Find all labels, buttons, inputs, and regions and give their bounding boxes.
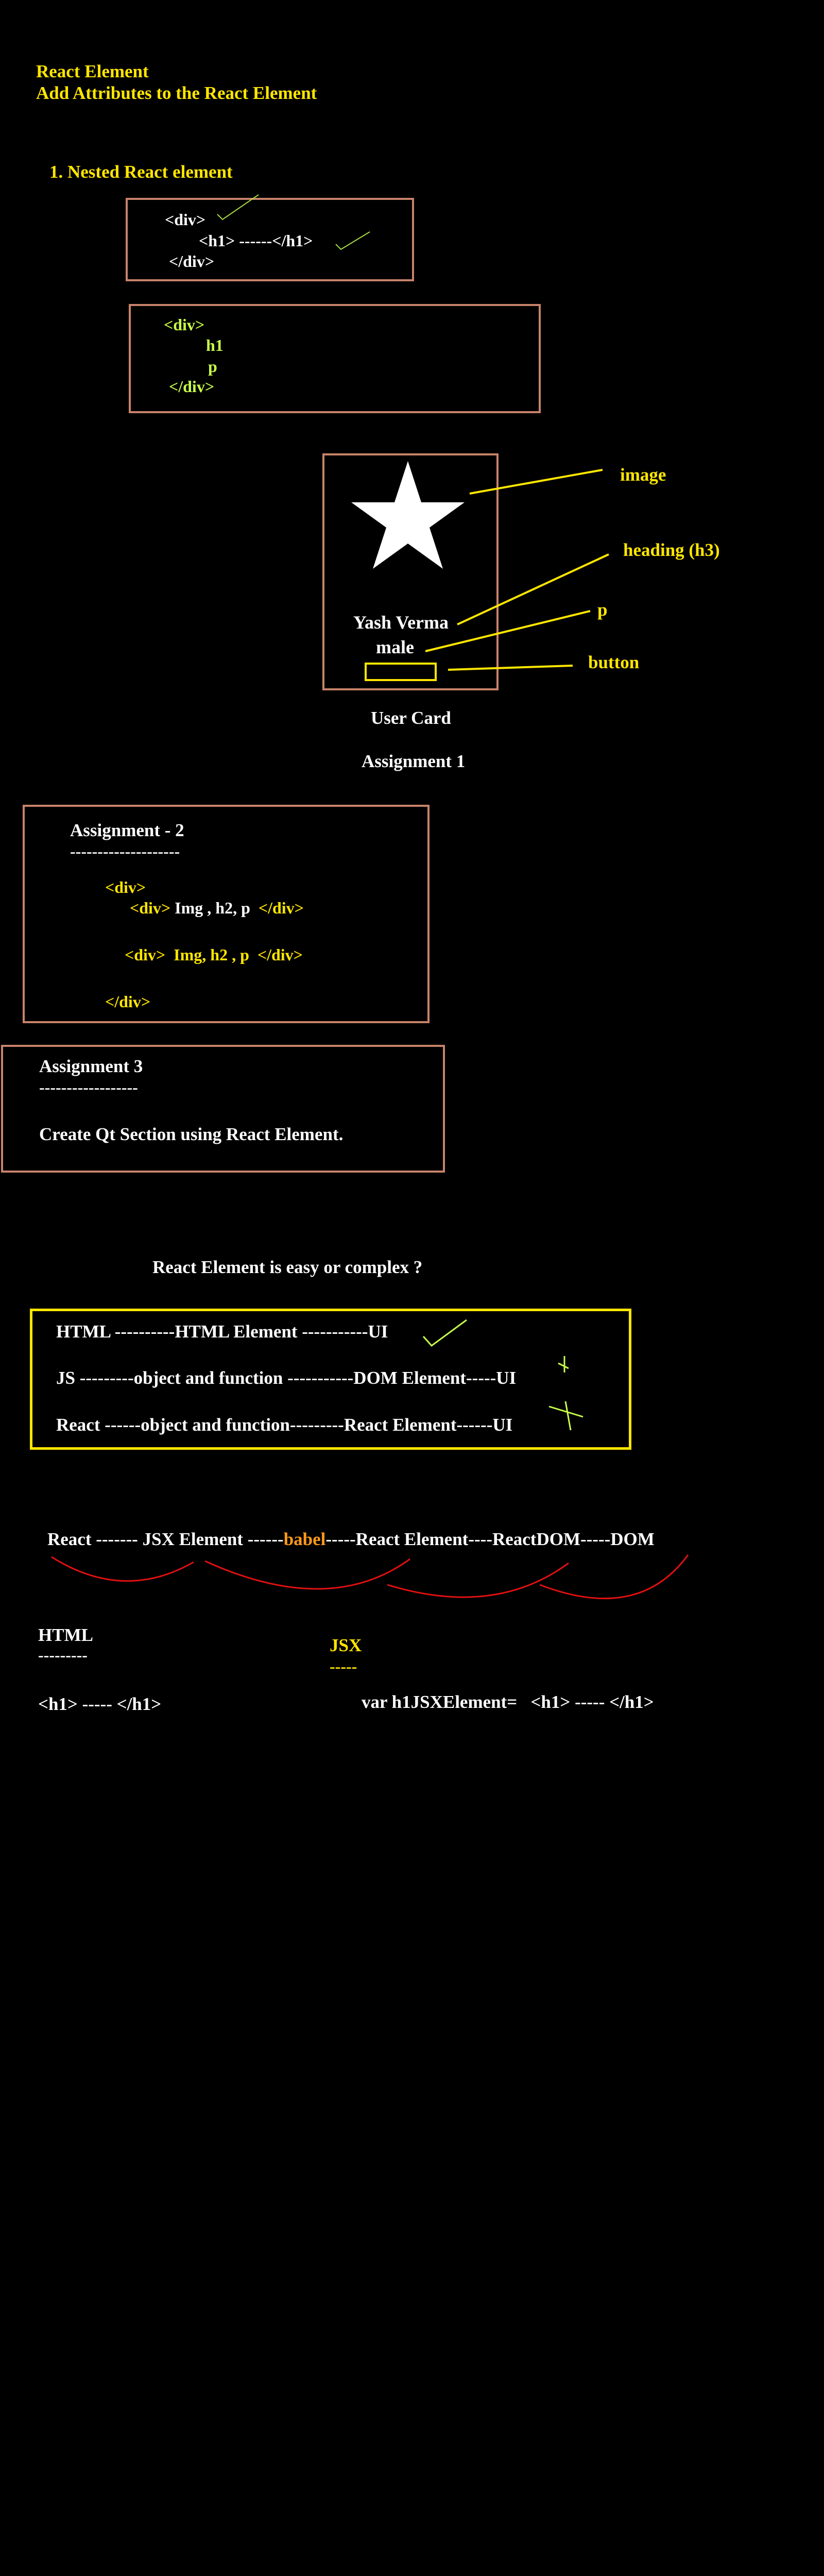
flow-arc bbox=[539, 1554, 689, 1600]
flow-arc bbox=[204, 1558, 410, 1590]
comparison-row-react: React ------object and function---------… bbox=[56, 1415, 513, 1435]
label-button: button bbox=[588, 652, 640, 672]
assignment-3-rule: ------------------ bbox=[39, 1078, 138, 1096]
card-name: Yash Verma bbox=[353, 612, 449, 633]
card-gender: male bbox=[376, 637, 414, 657]
code-line: <div> bbox=[105, 878, 146, 896]
code-line: <div> bbox=[165, 210, 206, 229]
label-image: image bbox=[620, 465, 666, 485]
html-section-code: <h1> ----- </h1> bbox=[38, 1694, 162, 1714]
label-heading: heading (h3) bbox=[623, 540, 720, 560]
assignment-3-title: Assignment 3 bbox=[39, 1056, 143, 1076]
card-caption: User Card bbox=[371, 708, 451, 728]
assignment-2-title: Assignment - 2 bbox=[70, 820, 184, 840]
code-line: </div> bbox=[105, 992, 151, 1011]
html-section-rule: --------- bbox=[38, 1646, 88, 1664]
code-line: </div> bbox=[169, 252, 215, 270]
flow-arc bbox=[387, 1562, 569, 1598]
comparison-row-html: HTML ----------HTML Element -----------U… bbox=[56, 1321, 388, 1342]
page-subtitle: Add Attributes to the React Element bbox=[36, 83, 317, 103]
page-title: React Element bbox=[36, 61, 149, 81]
nested-box-1: <div> <h1> ------</h1> </div> bbox=[126, 198, 414, 281]
nested-box-2: <div> h1 p </div> bbox=[129, 304, 541, 413]
code-line: <div> bbox=[164, 315, 205, 334]
assignment-3-desc: Create Qt Section using React Element. bbox=[39, 1124, 344, 1144]
flow-line: React ------- JSX Element ------babel---… bbox=[47, 1529, 655, 1549]
comparison-row-js: JS ---------object and function --------… bbox=[56, 1368, 517, 1388]
comparison-box: HTML ----------HTML Element -----------U… bbox=[30, 1309, 631, 1450]
code-line: <h1> ------</h1> bbox=[199, 231, 313, 250]
question: React Element is easy or complex ? bbox=[152, 1257, 423, 1277]
code-line: <div> Img , h2, p </div> bbox=[130, 899, 304, 917]
code-line: <div> Img, h2 , p </div> bbox=[125, 945, 303, 964]
jsx-section-rule: ----- bbox=[330, 1657, 357, 1675]
code-line: </div> bbox=[169, 377, 215, 396]
jsx-section-code: var h1JSXElement= <h1> ----- </h1> bbox=[362, 1692, 654, 1712]
card-button bbox=[365, 663, 437, 681]
jsx-section-title: JSX bbox=[330, 1635, 362, 1655]
assignment-3-box: Assignment 3 ------------------ Create Q… bbox=[1, 1045, 445, 1173]
code-line: h1 bbox=[206, 336, 224, 354]
nested-heading: 1. Nested React element bbox=[49, 162, 233, 182]
assignment-2-box: Assignment - 2 -------------------- <div… bbox=[23, 805, 430, 1023]
flow-arc bbox=[51, 1556, 194, 1582]
code-line: p bbox=[208, 357, 217, 376]
label-p: p bbox=[597, 600, 608, 620]
assignment-2-rule: -------------------- bbox=[70, 842, 180, 860]
html-section-title: HTML bbox=[38, 1625, 93, 1645]
assignment-1-label: Assignment 1 bbox=[362, 751, 466, 771]
